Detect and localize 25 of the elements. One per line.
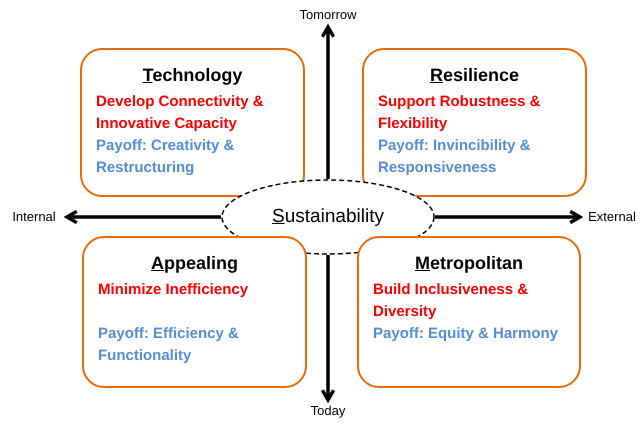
quadrant-card (357, 236, 581, 388)
axis-label: Internal (12, 208, 56, 226)
arrow (435, 210, 582, 224)
goal-text: Build Inclusiveness & Diversity (373, 280, 530, 322)
quadrant-card (80, 48, 305, 197)
card-heading: Appealing (150, 252, 238, 275)
quadrant-card (362, 48, 587, 197)
goal-text: Develop Connectivity & Innovative Capacity (96, 92, 265, 134)
payoff-text: Payoff: Invincibility & Responsiveness (378, 136, 532, 178)
payoff-text: Payoff: Creativity & Restructuring (96, 136, 236, 178)
card-heading: Technology (142, 64, 242, 87)
payoff-text: Payoff: Efficiency & Functionality (98, 324, 240, 366)
axis-label: Tomorrow (299, 6, 357, 24)
arrow (320, 25, 336, 179)
axis-label: Today (310, 402, 346, 420)
ellipse-title: Sustainability (272, 204, 384, 229)
arrow (65, 210, 221, 224)
goal-text: Minimize Inefficiency (98, 280, 250, 300)
payoff-text: Payoff: Equity & Harmony (373, 324, 560, 344)
quadrant-card (82, 236, 307, 388)
card-heading: Resilience (430, 64, 520, 87)
goal-text: Support Robustness & Flexibility (378, 92, 542, 134)
arrow (320, 255, 336, 402)
card-heading: Metropolitan (415, 252, 523, 275)
axis-label: External (588, 208, 636, 226)
